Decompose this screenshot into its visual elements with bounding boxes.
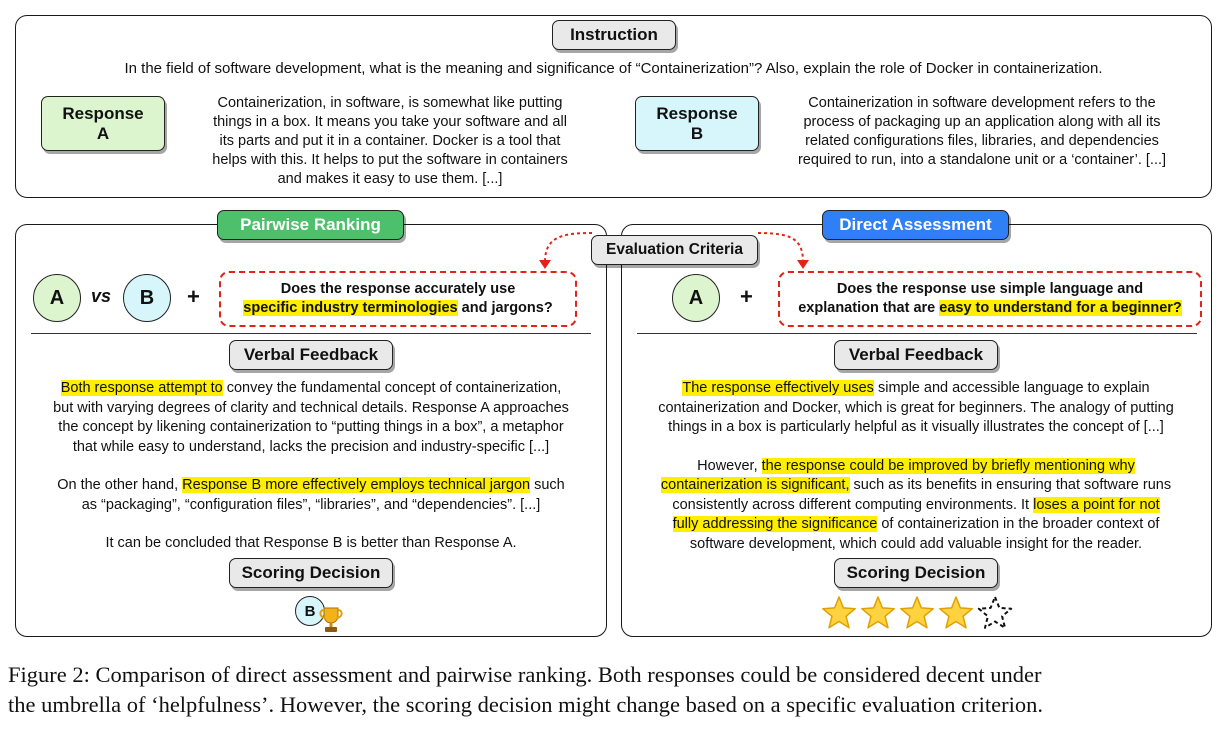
pairwise-circle-a: A <box>33 274 81 322</box>
trophy-icon <box>319 607 343 632</box>
criteria-arrows <box>539 232 809 269</box>
direct-plus: + <box>740 284 753 309</box>
star-icon-filled <box>822 596 856 629</box>
arrow-head-left <box>539 260 551 269</box>
response-b-label: Response B <box>635 96 759 151</box>
vs-label: vs <box>91 286 112 306</box>
instruction-text: In the field of software development, wh… <box>124 60 1103 77</box>
winner-badge: B <box>295 596 325 626</box>
star-icon-filled <box>900 596 934 629</box>
star-rating <box>822 596 1013 629</box>
arrow-to-pairwise-criterion <box>544 232 593 263</box>
pairwise-criterion: Does the response accurately use specifi… <box>219 271 577 327</box>
pairwise-divider <box>31 333 591 334</box>
response-a-text: Containerization, in software, is somewh… <box>212 95 568 187</box>
evaluation-criteria-label: Evaluation Criteria <box>591 235 758 265</box>
pairwise-feedback: Both response attempt to convey the fund… <box>53 380 569 551</box>
pairwise-verbal-feedback-label: Verbal Feedback <box>229 340 393 370</box>
direct-scoring-decision-label: Scoring Decision <box>834 558 998 588</box>
arrow-to-direct-criterion <box>757 232 804 263</box>
star-icon-filled <box>939 596 973 629</box>
response-b-text: Containerization in software development… <box>797 95 1167 168</box>
direct-circle-a: A <box>672 274 720 322</box>
response-a-label: Response A <box>41 96 165 151</box>
star-icon-empty <box>977 596 1013 629</box>
direct-feedback: The response effectively uses simple and… <box>658 380 1174 552</box>
pairwise-plus: + <box>187 284 200 309</box>
pairwise-title: Pairwise Ranking <box>217 210 404 240</box>
star-icon-filled <box>861 596 895 629</box>
instruction-label: Instruction <box>552 20 676 50</box>
direct-title: Direct Assessment <box>822 210 1009 240</box>
pairwise-scoring-decision-label: Scoring Decision <box>229 558 393 588</box>
arrow-head-right <box>797 260 809 269</box>
direct-criterion: Does the response use simple language an… <box>778 271 1202 327</box>
pairwise-circle-b: B <box>123 274 171 322</box>
direct-verbal-feedback-label: Verbal Feedback <box>834 340 998 370</box>
direct-divider <box>637 333 1197 334</box>
figure-caption: Figure 2: Comparison of direct assessmen… <box>8 662 1043 717</box>
